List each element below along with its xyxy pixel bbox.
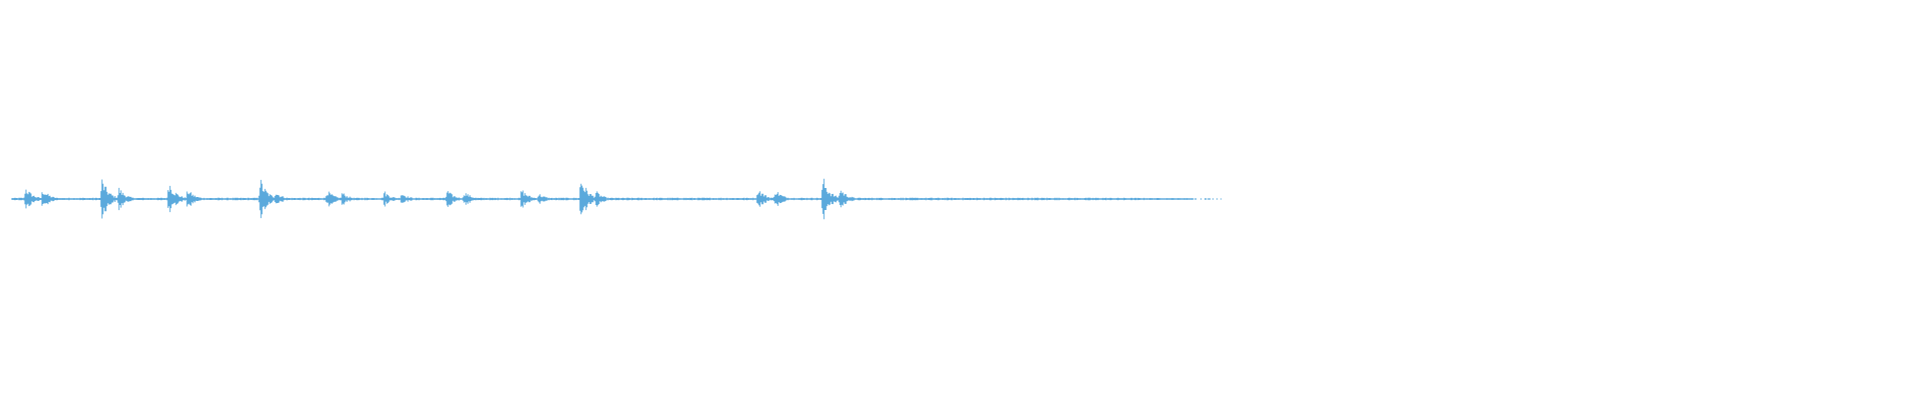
waveform-samples	[11, 178, 1222, 220]
